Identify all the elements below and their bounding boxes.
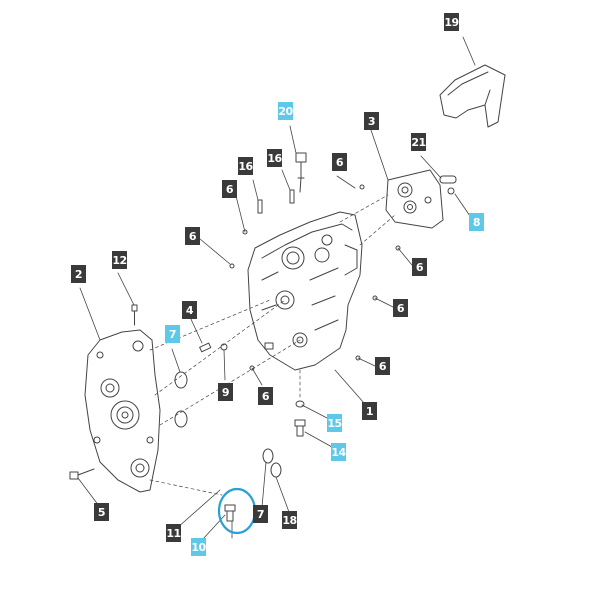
part-18-oring-lower [270, 462, 282, 478]
leader-lines [77, 36, 476, 540]
callout-15: 15 [327, 414, 342, 432]
callout-6-left-upper: 6 [222, 180, 237, 198]
callout-7-bottom: 7 [253, 505, 268, 523]
callout-14: 14 [331, 443, 346, 461]
part-10-plug [224, 504, 236, 522]
callout-10: 10 [191, 538, 206, 556]
assembly-lines [149, 194, 396, 496]
callout-1: 1 [362, 402, 377, 420]
callout-6-right-upper: 6 [412, 258, 427, 276]
part-20-breather [295, 152, 307, 193]
callout-16a: 16 [238, 157, 253, 175]
callout-18: 18 [282, 511, 297, 529]
part-5-bolt [69, 468, 95, 480]
part-19-guard [439, 64, 506, 128]
callout-20: 20 [278, 102, 293, 120]
callout-2: 2 [71, 265, 86, 283]
callout-16b: 16 [267, 149, 282, 167]
callout-3: 3 [364, 112, 379, 130]
part-8-plug [447, 187, 455, 195]
callout-4: 4 [182, 301, 197, 319]
part-16-pin-left [257, 199, 263, 214]
part-7-seal-upper [174, 371, 188, 389]
part-7-seal-lower [174, 410, 188, 428]
callout-12: 12 [112, 251, 127, 269]
part-2-front-housing [84, 329, 161, 493]
part-18-oring-upper [262, 448, 274, 464]
callout-11: 11 [166, 524, 181, 542]
callout-21: 21 [411, 133, 426, 151]
part-4-pin [199, 342, 212, 353]
callout-8: 8 [469, 213, 484, 231]
callout-6-right-mid: 6 [393, 299, 408, 317]
part-3-cover [385, 169, 444, 229]
part-1-main-housing [247, 211, 363, 371]
callout-9: 9 [218, 383, 233, 401]
callout-7-left: 7 [165, 325, 180, 343]
callout-6-right-lower: 6 [375, 357, 390, 375]
callout-6-bottom: 6 [258, 387, 273, 405]
part-21-dowel [439, 175, 457, 184]
callout-19: 19 [444, 13, 459, 31]
callout-5: 5 [94, 503, 109, 521]
callout-6-left: 6 [185, 227, 200, 245]
highlight-circle [217, 487, 257, 535]
part-16-pin-right [289, 189, 295, 204]
part-12-bolt [131, 304, 138, 326]
part-15-seal [295, 400, 305, 408]
part-14-plug [294, 419, 306, 437]
callout-6-top: 6 [332, 153, 347, 171]
